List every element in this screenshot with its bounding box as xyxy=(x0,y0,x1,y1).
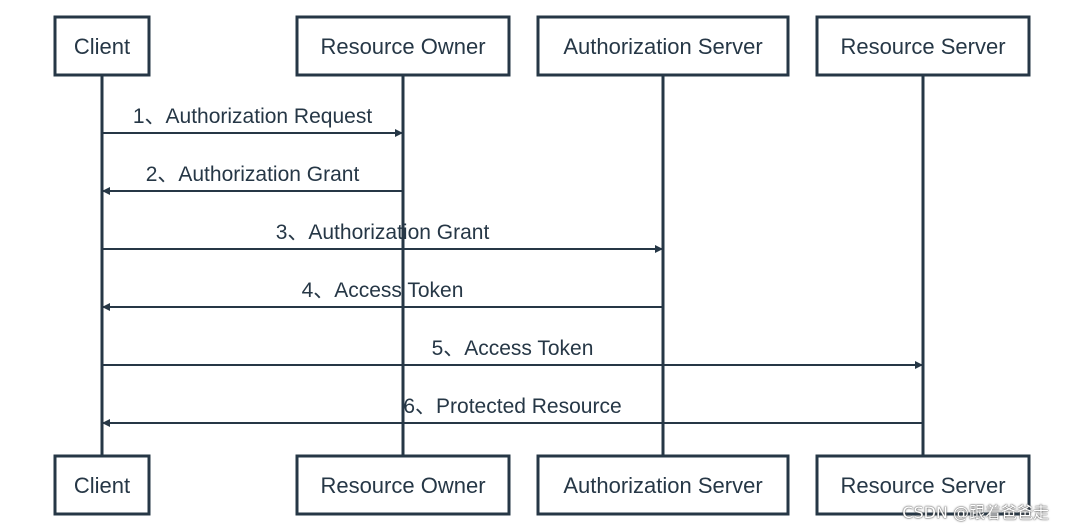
message-label: 1、Authorization Request xyxy=(133,105,372,128)
actor-owner-top: Resource Owner xyxy=(295,15,511,77)
actor-resource-bottom: Resource Server xyxy=(815,454,1031,516)
actor-auth-top: Authorization Server xyxy=(536,15,790,77)
message-label: 3、Authorization Grant xyxy=(276,221,490,244)
actor-label: Client xyxy=(74,34,130,59)
actor-box xyxy=(53,15,151,77)
actor-client-top: Client xyxy=(53,15,151,77)
message-label: 2、Authorization Grant xyxy=(146,163,360,186)
message-4: 4、Access Token xyxy=(102,279,663,311)
actor-auth-bottom: Authorization Server xyxy=(536,454,790,516)
message-label: 6、Protected Resource xyxy=(403,395,621,418)
actor-box xyxy=(53,454,151,516)
actor-label: Authorization Server xyxy=(563,473,762,498)
actor-resource-top: Resource Server xyxy=(815,15,1031,77)
actor-label: Resource Owner xyxy=(320,473,485,498)
actor-client-bottom: Client xyxy=(53,454,151,516)
message-1: 1、Authorization Request xyxy=(102,105,403,137)
actor-box xyxy=(536,454,790,516)
message-label: 4、Access Token xyxy=(302,279,464,302)
csdn-watermark: CSDN @跟着爸爸走 xyxy=(902,503,1049,522)
actor-box xyxy=(536,15,790,77)
actor-box xyxy=(815,15,1031,77)
message-5: 5、Access Token xyxy=(102,337,923,369)
actor-label: Client xyxy=(74,473,130,498)
actor-box xyxy=(295,454,511,516)
actor-label: Resource Server xyxy=(840,473,1005,498)
actor-owner-bottom: Resource Owner xyxy=(295,454,511,516)
message-3: 3、Authorization Grant xyxy=(102,221,663,253)
actor-label: Resource Server xyxy=(840,34,1005,59)
actor-label: Authorization Server xyxy=(563,34,762,59)
actor-box xyxy=(295,15,511,77)
message-2: 2、Authorization Grant xyxy=(102,163,403,195)
message-6: 6、Protected Resource xyxy=(102,395,923,427)
actor-label: Resource Owner xyxy=(320,34,485,59)
actor-box xyxy=(815,454,1031,516)
message-label: 5、Access Token xyxy=(432,337,594,360)
